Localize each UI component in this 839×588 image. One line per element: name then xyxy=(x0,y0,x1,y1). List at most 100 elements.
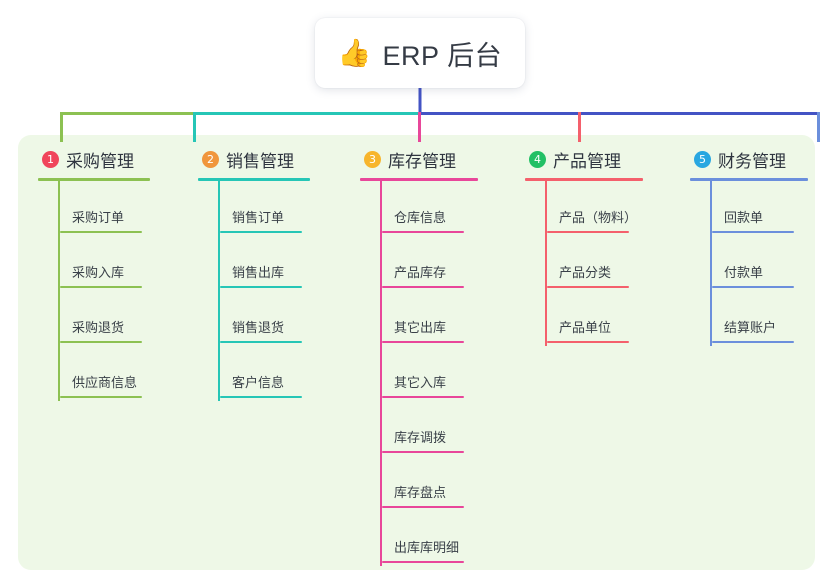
drop-column-1 xyxy=(60,112,63,142)
column-title: 采购管理 xyxy=(66,151,134,171)
list-item[interactable]: 采购订单 xyxy=(38,181,150,236)
list-item-label: 产品单位 xyxy=(559,320,612,335)
column-number-badge: 4 xyxy=(529,150,546,168)
list-item[interactable]: 付款单 xyxy=(690,236,808,291)
list-item[interactable]: 仓库信息 xyxy=(360,181,478,236)
column-title: 销售管理 xyxy=(226,151,294,171)
list-item-label: 采购订单 xyxy=(72,210,125,225)
column-trunk-line xyxy=(710,181,712,346)
list-item-rule xyxy=(220,286,302,288)
list-item-label: 出库库明细 xyxy=(394,540,460,555)
list-item[interactable]: 库存盘点 xyxy=(360,456,478,511)
list-item-rule xyxy=(220,231,302,233)
list-item-rule xyxy=(382,231,464,233)
column-header-rule xyxy=(198,178,310,181)
list-item[interactable]: 产品单位 xyxy=(525,291,643,346)
root-stem xyxy=(418,88,422,113)
list-item-rule xyxy=(220,341,302,343)
root-title: ERP 后台 xyxy=(382,40,503,71)
drop-column-2 xyxy=(193,112,196,142)
list-item-label: 产品分类 xyxy=(559,265,612,280)
column-财务管理: 5 财务管理回款单付款单结算账户 xyxy=(690,146,808,346)
column-trunk-line xyxy=(380,181,382,566)
list-item[interactable]: 结算账户 xyxy=(690,291,808,346)
column-title: 库存管理 xyxy=(388,151,456,171)
list-item-label: 产品库存 xyxy=(394,265,447,280)
column-items: 回款单付款单结算账户 xyxy=(690,181,808,346)
column-trunk-line xyxy=(58,181,60,401)
list-item[interactable]: 其它出库 xyxy=(360,291,478,346)
diagram-panel xyxy=(18,135,815,570)
list-item[interactable]: 产品库存 xyxy=(360,236,478,291)
column-items: 产品（物料） 产品分类产品单位 xyxy=(525,181,643,346)
column-trunk-line xyxy=(218,181,220,401)
drop-column-3 xyxy=(418,112,421,142)
list-item-label: 其它入库 xyxy=(394,375,447,390)
list-item-rule xyxy=(382,286,464,288)
column-number-badge: 3 xyxy=(364,150,381,168)
list-item-rule xyxy=(712,231,794,233)
list-item-rule xyxy=(382,561,464,563)
list-item-rule xyxy=(60,396,142,398)
list-item[interactable]: 产品（物料） xyxy=(525,181,643,236)
column-trunk-line xyxy=(545,181,547,346)
list-item-rule xyxy=(547,341,629,343)
bus-segment-3 xyxy=(193,112,420,115)
list-item-label: 采购退货 xyxy=(72,320,125,335)
column-header[interactable]: 4 产品管理 xyxy=(525,146,643,172)
list-item-rule xyxy=(60,341,142,343)
list-item[interactable]: 回款单 xyxy=(690,181,808,236)
list-item-label: 仓库信息 xyxy=(394,210,447,225)
list-item[interactable]: 销售订单 xyxy=(198,181,310,236)
list-item-rule xyxy=(60,231,142,233)
root-node[interactable]: 👍 ERP 后台 xyxy=(315,18,525,88)
list-item-label: 付款单 xyxy=(724,265,764,280)
list-item[interactable]: 其它入库 xyxy=(360,346,478,401)
list-item-label: 库存盘点 xyxy=(394,485,447,500)
list-item-rule xyxy=(712,286,794,288)
list-item-label: 结算账户 xyxy=(724,320,777,335)
bus-segment-2 xyxy=(131,112,194,115)
list-item-label: 产品（物料） xyxy=(559,210,638,225)
list-item-rule xyxy=(547,231,629,233)
list-item[interactable]: 供应商信息 xyxy=(38,346,150,401)
list-item[interactable]: 销售退货 xyxy=(198,291,310,346)
list-item[interactable]: 采购入库 xyxy=(38,236,150,291)
list-item-rule xyxy=(220,396,302,398)
column-header[interactable]: 5 财务管理 xyxy=(690,146,808,172)
bus-segment-4 xyxy=(418,112,820,115)
list-item[interactable]: 产品分类 xyxy=(525,236,643,291)
column-header[interactable]: 2 销售管理 xyxy=(198,146,310,172)
list-item-rule xyxy=(547,286,629,288)
drop-column-5 xyxy=(817,112,820,142)
column-number-badge: 2 xyxy=(202,150,219,168)
column-销售管理: 2 销售管理销售订单销售出库销售退货客户信息 xyxy=(198,146,310,401)
column-header[interactable]: 3 库存管理 xyxy=(360,146,478,172)
thumbs-up-icon: 👍 xyxy=(337,37,372,68)
list-item-rule xyxy=(382,396,464,398)
list-item-label: 销售退货 xyxy=(232,320,285,335)
list-item-label: 销售订单 xyxy=(232,210,285,225)
list-item[interactable]: 库存调拨 xyxy=(360,401,478,456)
list-item[interactable]: 销售出库 xyxy=(198,236,310,291)
list-item[interactable]: 出库库明细 xyxy=(360,511,478,566)
drop-column-4 xyxy=(578,112,581,142)
column-header-rule xyxy=(38,178,150,181)
list-item[interactable]: 采购退货 xyxy=(38,291,150,346)
column-title: 财务管理 xyxy=(718,151,786,171)
list-item[interactable]: 客户信息 xyxy=(198,346,310,401)
list-item-label: 库存调拨 xyxy=(394,430,447,445)
list-item-rule xyxy=(60,286,142,288)
column-title: 产品管理 xyxy=(553,151,621,171)
column-number-badge: 5 xyxy=(694,150,711,168)
list-item-label: 回款单 xyxy=(724,210,764,225)
list-item-rule xyxy=(382,341,464,343)
list-item-rule xyxy=(712,341,794,343)
column-header-rule xyxy=(690,178,808,181)
list-item-label: 客户信息 xyxy=(232,375,285,390)
column-库存管理: 3 库存管理仓库信息产品库存其它出库其它入库库存调拨库存盘点出库库明细 xyxy=(360,146,478,566)
column-header-rule xyxy=(360,178,478,181)
